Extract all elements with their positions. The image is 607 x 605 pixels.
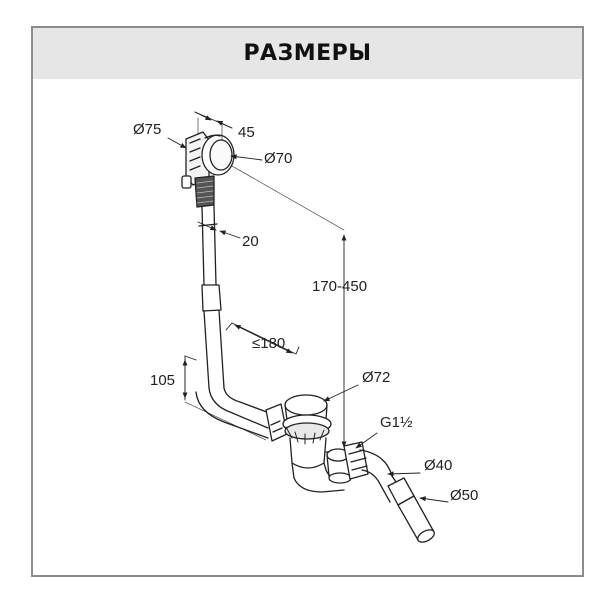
panel-header: РАЗМЕРЫ xyxy=(33,28,582,79)
panel-title: РАЗМЕРЫ xyxy=(243,41,372,66)
dim-drain-cap-diameter: Ø72 xyxy=(362,369,390,386)
dim-height-range: 170-450 xyxy=(312,278,367,295)
dim-drain-depth: 105 xyxy=(150,372,175,389)
dim-thread-size: G1½ xyxy=(380,414,413,431)
dim-overflow-diameter: Ø75 xyxy=(133,121,161,138)
dim-overflow-cap-diameter: Ø70 xyxy=(264,150,292,167)
dim-tube-offset: 20 xyxy=(242,233,259,250)
overflow-head xyxy=(181,131,235,208)
dimensions-panel: РАЗМЕРЫ xyxy=(31,26,584,577)
drain-body xyxy=(265,394,352,493)
overflow-tube xyxy=(195,205,273,439)
dim-overflow-angle: 45 xyxy=(238,124,255,141)
dimension-lines xyxy=(167,111,449,503)
dim-outlet-inner-diameter: Ø40 xyxy=(424,457,452,474)
dim-outlet-outer-diameter: Ø50 xyxy=(450,487,478,504)
dim-horizontal-max: ≤180 xyxy=(252,335,285,352)
drain-outlet xyxy=(343,441,435,543)
